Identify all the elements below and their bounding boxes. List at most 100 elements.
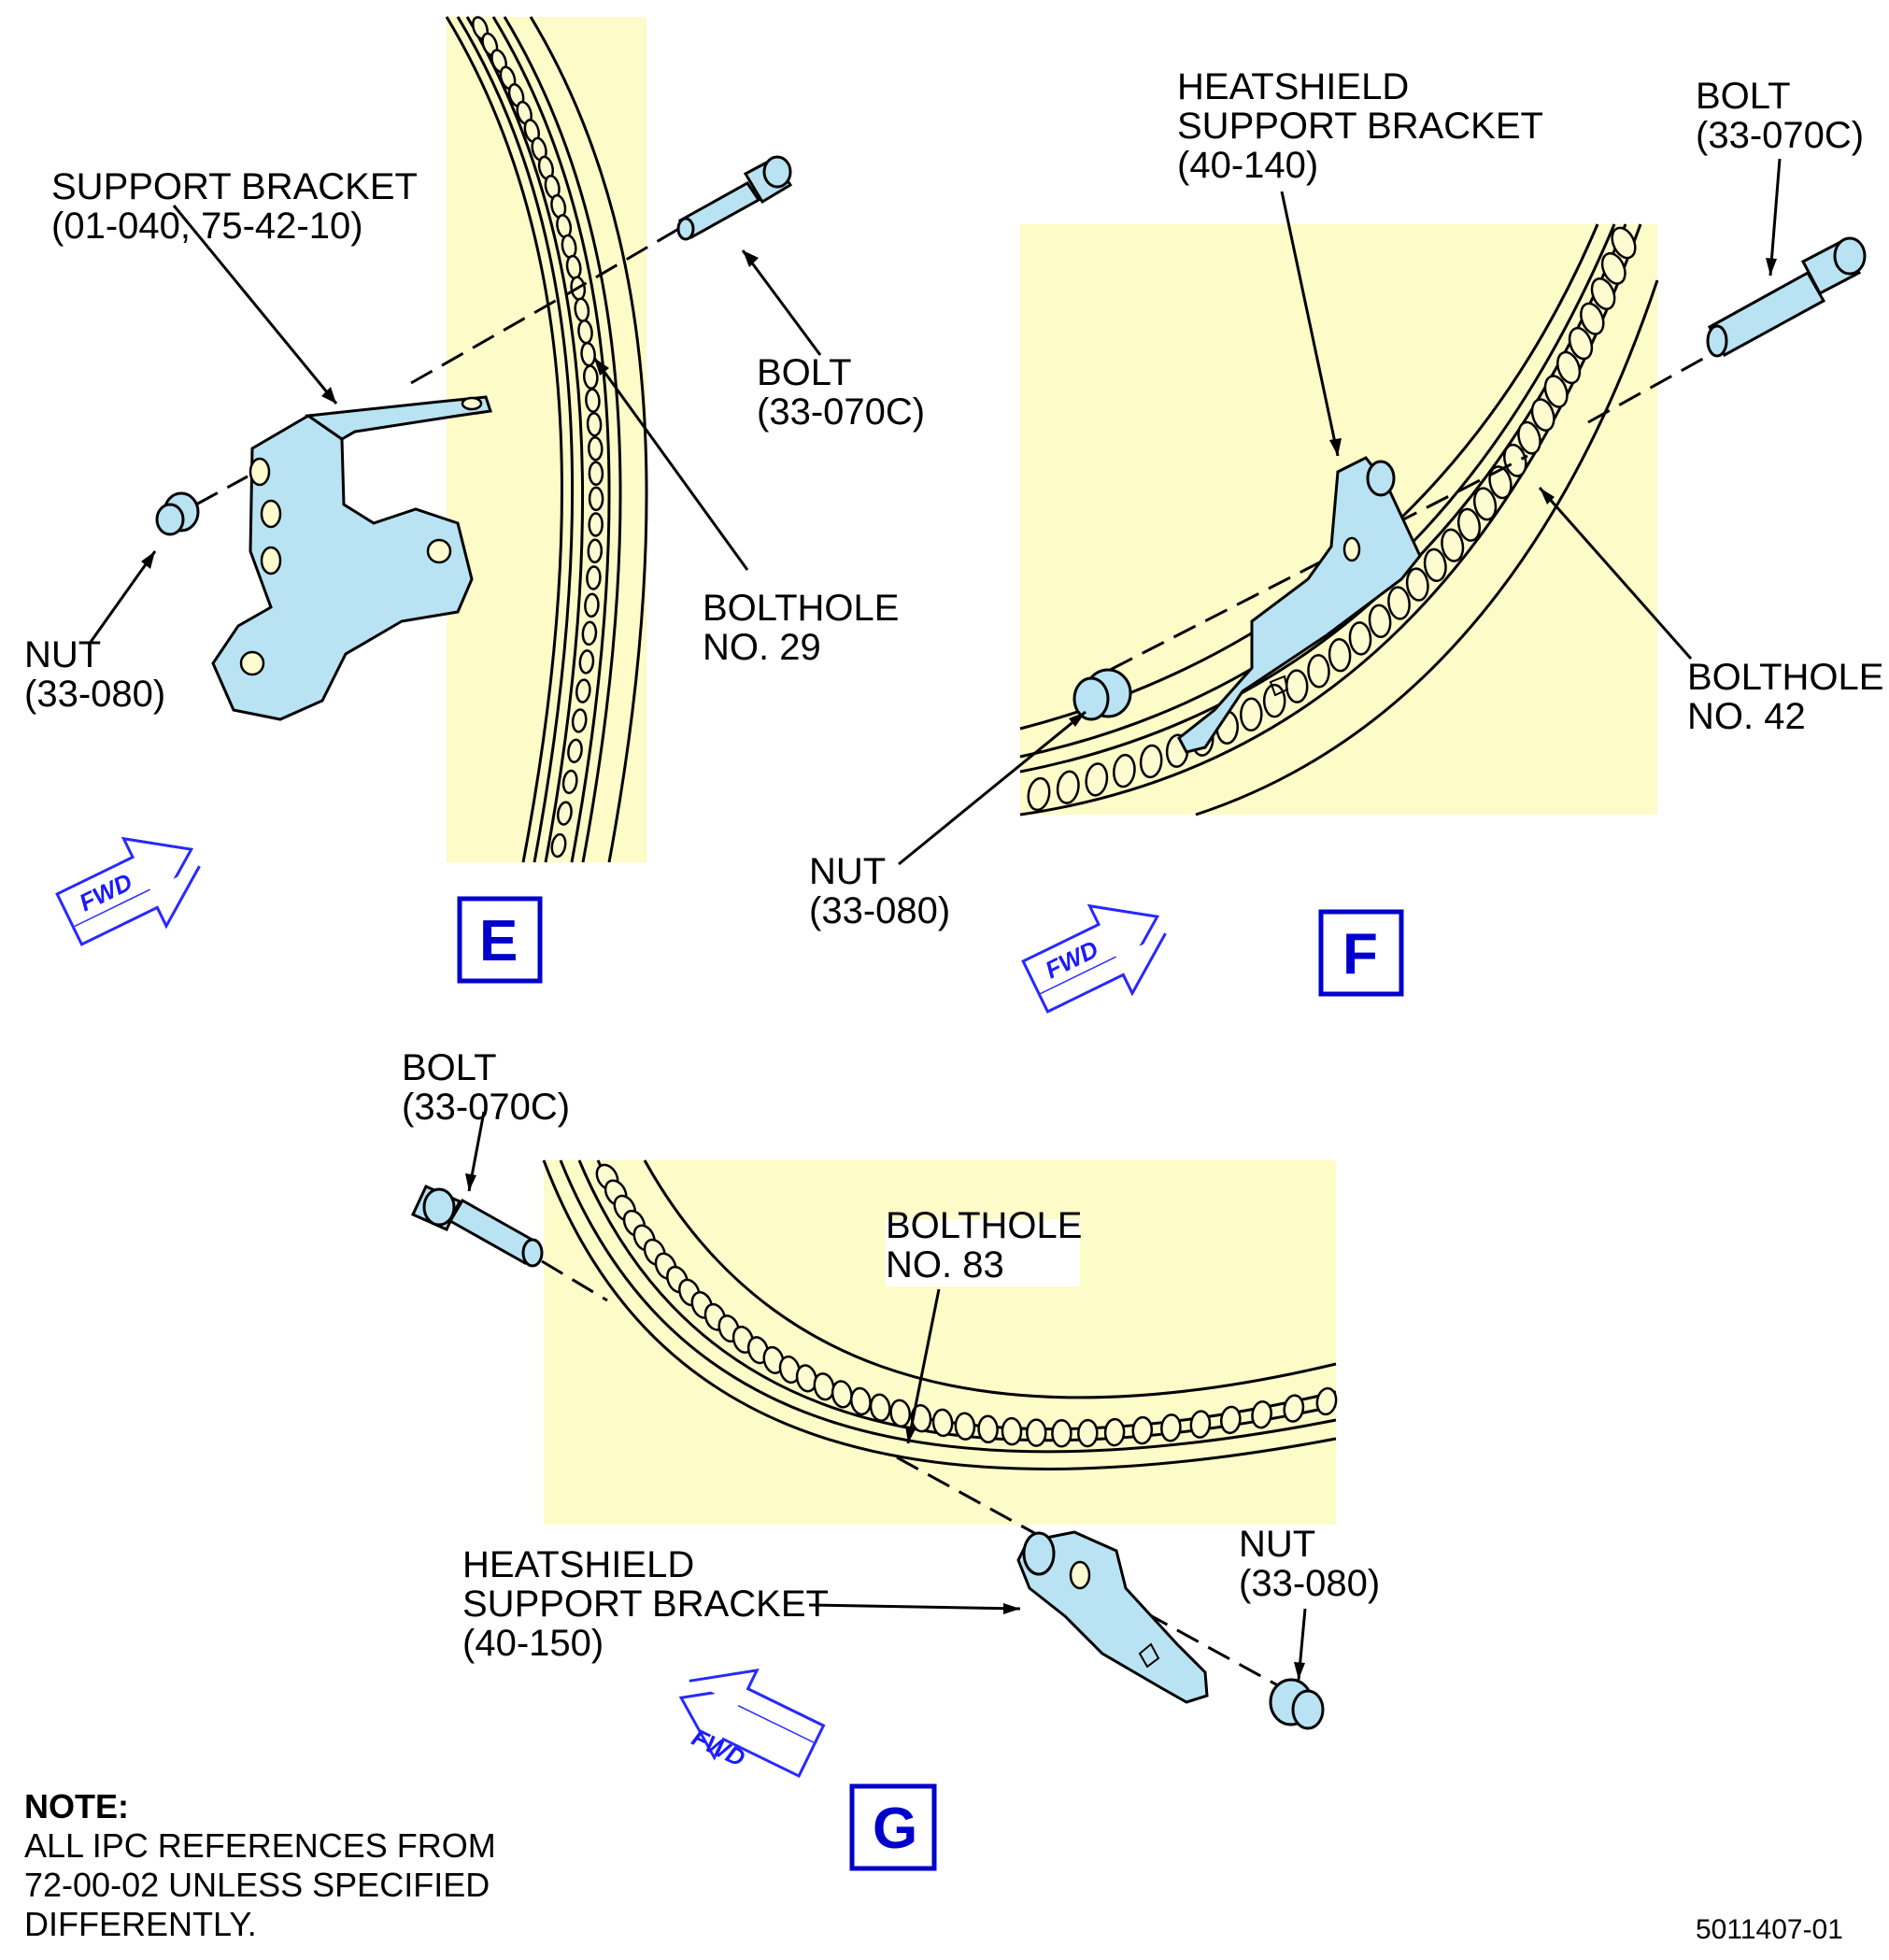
- view-e-ring: [445, 16, 648, 863]
- bolthole: [575, 678, 591, 703]
- bolthole: [1251, 1400, 1272, 1429]
- bolthole: [1488, 465, 1513, 500]
- view-e-bolthole-leader: [592, 357, 749, 571]
- bolthole: [1611, 226, 1637, 260]
- bolthole: [581, 620, 598, 646]
- view-g-heatshield-bracket: [1016, 1530, 1209, 1704]
- bolthole: [588, 512, 604, 537]
- view-e: SUPPORT BRACKET(01-040, 75-42-10) BOLT(3…: [24, 16, 925, 984]
- view-g-bolt-label: BOLT(33-070C): [402, 1047, 570, 1128]
- bolthole: [1219, 1405, 1242, 1435]
- bolthole: [586, 565, 602, 590]
- view-e-nut-leader: [87, 550, 157, 646]
- bolthole: [561, 769, 578, 795]
- view-e-boltholes: [471, 16, 604, 859]
- view-g-bolt: [410, 1185, 544, 1268]
- bolthole: [1307, 654, 1330, 689]
- bolthole: [1590, 277, 1616, 310]
- view-g-nut: [1269, 1678, 1325, 1730]
- bolthole: [1315, 1386, 1338, 1416]
- bolthole: [1580, 302, 1605, 335]
- view-f-bolt-label: BOLT(33-070C): [1696, 76, 1864, 156]
- view-e-bracket-leader: [172, 205, 338, 405]
- view-e-fwd-arrow: FWD: [55, 836, 201, 946]
- bolthole: [1001, 1416, 1023, 1446]
- bolthole: [1051, 1419, 1072, 1448]
- view-f-bolthole-leader: [1538, 487, 1693, 660]
- bolthole: [1387, 586, 1411, 620]
- bolthole: [1405, 567, 1429, 602]
- bolthole: [1517, 420, 1541, 455]
- view-f-nut: [1072, 668, 1132, 721]
- bolthole: [1456, 507, 1482, 542]
- bolthole: [1285, 669, 1309, 703]
- bolthole: [586, 411, 603, 437]
- bolthole: [1568, 326, 1594, 361]
- bolthole: [1348, 621, 1372, 656]
- bolthole: [889, 1399, 912, 1427]
- view-e-letter-box: [457, 896, 543, 984]
- bolthole: [585, 388, 601, 413]
- view-e-bolt-label: BOLT(33-070C): [757, 352, 925, 433]
- view-f-nut-label: NUT(33-080): [809, 851, 950, 931]
- view-g-boltholes: [595, 1163, 1338, 1448]
- bolthole: [795, 1364, 817, 1393]
- view-g-bracket-leader: [808, 1603, 1021, 1611]
- view-f-letter: F: [1342, 922, 1378, 987]
- document-number: 5011407-01: [1696, 1914, 1843, 1945]
- bolthole: [550, 832, 567, 859]
- bolthole: [578, 649, 595, 675]
- bolthole: [813, 1372, 835, 1401]
- bolthole: [931, 1408, 954, 1438]
- view-e-bolt-leader: [741, 249, 822, 356]
- bolthole: [1600, 251, 1626, 285]
- bolthole: [1240, 697, 1263, 732]
- view-e-centerline: [410, 222, 688, 385]
- view-e-background: [447, 17, 646, 862]
- bolthole: [580, 341, 596, 367]
- bolthole: [1189, 1410, 1212, 1439]
- view-g-label-backdrop: [886, 1219, 1080, 1286]
- bolthole: [831, 1380, 853, 1409]
- view-f-letter-box: [1318, 909, 1404, 997]
- view-f-heatshield-bracket: [1177, 456, 1422, 754]
- view-e-nut: [155, 475, 249, 536]
- view-g-nut-label: NUT(33-080): [1239, 1524, 1380, 1604]
- view-g-letter-box: [849, 1783, 937, 1871]
- bolthole: [1139, 744, 1163, 779]
- bolthole: [1103, 1417, 1126, 1447]
- view-g-bolthole-leader: [906, 1288, 941, 1444]
- bolthole: [954, 1412, 976, 1441]
- view-f-bolt: [1706, 236, 1867, 358]
- view-f-centerline: [1078, 353, 1711, 688]
- view-e-bolt: [676, 155, 793, 241]
- bolthole: [1423, 547, 1447, 583]
- bolthole: [1131, 1415, 1154, 1445]
- view-f-bolt-leader: [1768, 158, 1782, 277]
- bolthole: [1026, 1418, 1047, 1447]
- bolthole: [850, 1386, 872, 1416]
- view-f-bracket-leader: [1280, 191, 1340, 457]
- bolthole: [1113, 753, 1136, 788]
- bolthole: [977, 1414, 999, 1444]
- bolthole: [588, 461, 604, 487]
- view-e-letter: E: [479, 909, 518, 973]
- bolthole: [1160, 1413, 1182, 1442]
- bolthole: [588, 435, 604, 462]
- bolthole: [556, 801, 573, 826]
- bolthole: [1283, 1394, 1305, 1423]
- view-g-letter: G: [873, 1797, 917, 1861]
- bolthole: [587, 538, 604, 564]
- bolthole: [1027, 776, 1051, 812]
- bolthole: [571, 708, 588, 733]
- bolthole: [869, 1393, 891, 1422]
- bolthole: [1530, 398, 1555, 432]
- bolthole: [583, 364, 599, 390]
